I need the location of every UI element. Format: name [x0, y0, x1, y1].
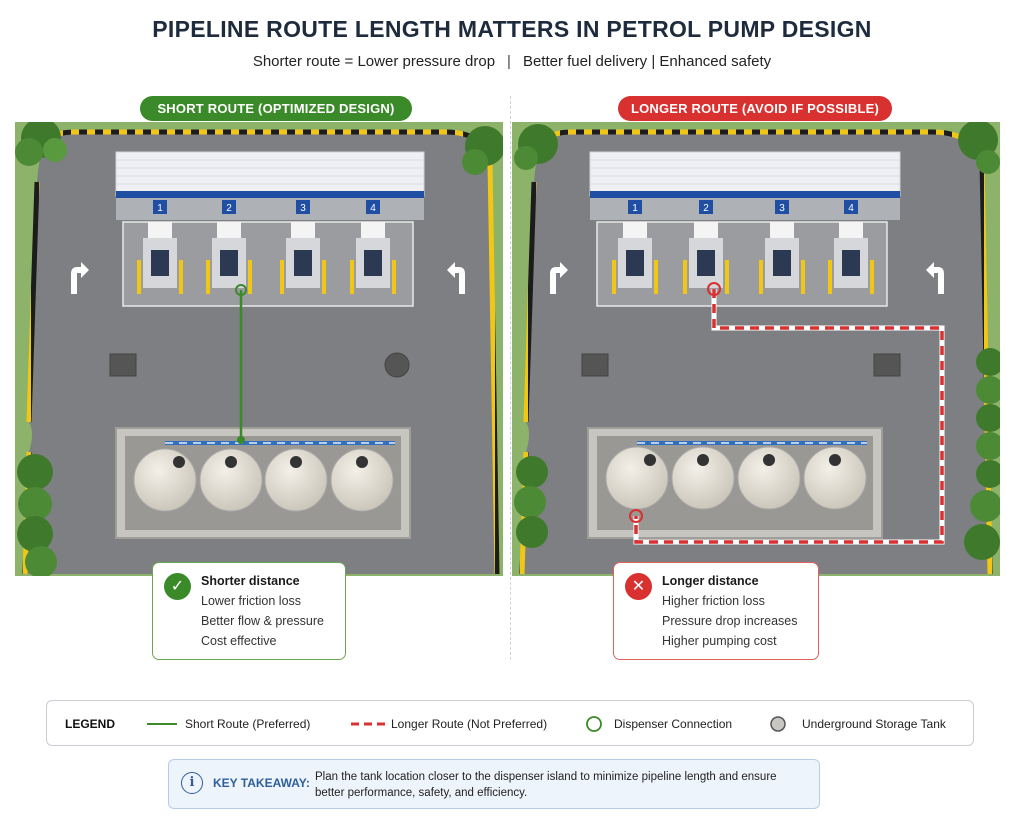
benefit-line: Better flow & pressure: [201, 614, 324, 628]
legend-long-route: Longer Route (Not Preferred): [391, 717, 548, 731]
storage-tank: [803, 446, 867, 510]
short-route-scene: 1 2 3 4: [15, 122, 503, 576]
tank-connection-marker: [629, 509, 643, 523]
dispenser-2: 2: [206, 200, 252, 294]
storage-tank: [330, 448, 394, 512]
page-subtitle: Shorter route = Lower pressure drop | Bett…: [0, 53, 1024, 70]
turn-arrow-icon: [550, 262, 568, 294]
turn-arrow-icon: [447, 262, 465, 294]
short-route-swatch: [147, 723, 177, 725]
panel-divider: [510, 96, 511, 660]
long-route-drawbacks: ✕ Longer distance Higher friction loss P…: [613, 562, 819, 660]
subtitle-part-b: Better fuel delivery | Enhanced safety: [522, 53, 772, 70]
storage-tank: [133, 448, 197, 512]
benefit-heading: Shorter distance: [201, 574, 300, 588]
storage-tank: [737, 446, 801, 510]
legend: LEGEND Short Route (Preferred) Longer Ro…: [46, 700, 974, 746]
tank-connection-marker: [237, 436, 245, 444]
dispenser-connection-swatch: [586, 716, 602, 732]
long-route-swatch: [351, 722, 387, 726]
dispenser-4: 4: [828, 200, 874, 294]
pump-number-2: 2: [703, 203, 709, 214]
dispenser-3: 3: [280, 200, 326, 294]
canopy-roof: [589, 151, 901, 197]
legend-storage-tank: Underground Storage Tank: [802, 717, 946, 731]
tree-icon: [514, 122, 1000, 560]
canopy-roof: [115, 151, 425, 197]
legend-dispenser-connection: Dispenser Connection: [614, 717, 733, 731]
pump-number-4: 4: [848, 203, 854, 214]
manhole-cover: [384, 352, 410, 378]
dispenser-2: 2: [683, 200, 729, 294]
storage-tank: [264, 448, 328, 512]
drawback-line: Higher friction loss: [662, 594, 765, 608]
subtitle-part-a: Shorter route = Lower pressure drop: [252, 53, 496, 70]
storage-tank: [671, 446, 735, 510]
turn-arrow-icon: [926, 262, 944, 294]
tree-icon: [15, 122, 503, 576]
key-takeaway-label: KEY TAKEAWAY:: [213, 776, 310, 790]
drawback-line: Pressure drop increases: [662, 614, 798, 628]
dispenser-1: 1: [612, 200, 658, 294]
turn-arrow-icon: [71, 262, 89, 294]
pump-number-1: 1: [632, 203, 638, 214]
page-title: PIPELINE ROUTE LENGTH MATTERS IN PETROL …: [152, 16, 872, 42]
drain-grate: [581, 353, 609, 377]
subtitle-separator: |: [507, 53, 511, 70]
short-route-benefits: ✓ Shorter distance Lower friction loss B…: [152, 562, 346, 660]
long-route-label: LONGER ROUTE (AVOID IF POSSIBLE): [618, 96, 892, 121]
dispenser-connection-marker: [707, 282, 721, 296]
cross-icon: ✕: [625, 573, 652, 600]
storage-tank-swatch: [770, 716, 786, 732]
pump-number-1: 1: [157, 203, 163, 214]
drain-grate: [109, 353, 137, 377]
benefit-line: Lower friction loss: [201, 594, 302, 608]
dispenser-4: 4: [350, 200, 396, 294]
pump-number-2: 2: [226, 203, 232, 214]
short-route-label: SHORT ROUTE (OPTIMIZED DESIGN): [140, 96, 412, 121]
pump-number-4: 4: [370, 203, 376, 214]
check-icon: ✓: [164, 573, 191, 600]
drain-grate: [873, 353, 901, 377]
pump-number-3: 3: [779, 203, 785, 214]
benefit-line: Cost effective: [201, 634, 277, 648]
storage-tank: [605, 446, 669, 510]
info-icon: i: [181, 772, 203, 794]
storage-tank: [199, 448, 263, 512]
drawback-line: Higher pumping cost: [662, 634, 777, 648]
dispenser-3: 3: [759, 200, 805, 294]
dispenser-connection-marker: [235, 284, 247, 296]
key-takeaway: i KEY TAKEAWAY: Plan the tank location c…: [168, 759, 820, 809]
long-route-scene: 1 2 3 4: [512, 122, 1000, 576]
drawback-heading: Longer distance: [662, 574, 759, 588]
legend-short-route: Short Route (Preferred): [185, 717, 311, 731]
pump-number-3: 3: [300, 203, 306, 214]
dispenser-1: 1: [137, 200, 183, 294]
key-takeaway-text: Plan the tank location closer to the dis…: [315, 771, 777, 799]
legend-title: LEGEND: [65, 717, 116, 731]
